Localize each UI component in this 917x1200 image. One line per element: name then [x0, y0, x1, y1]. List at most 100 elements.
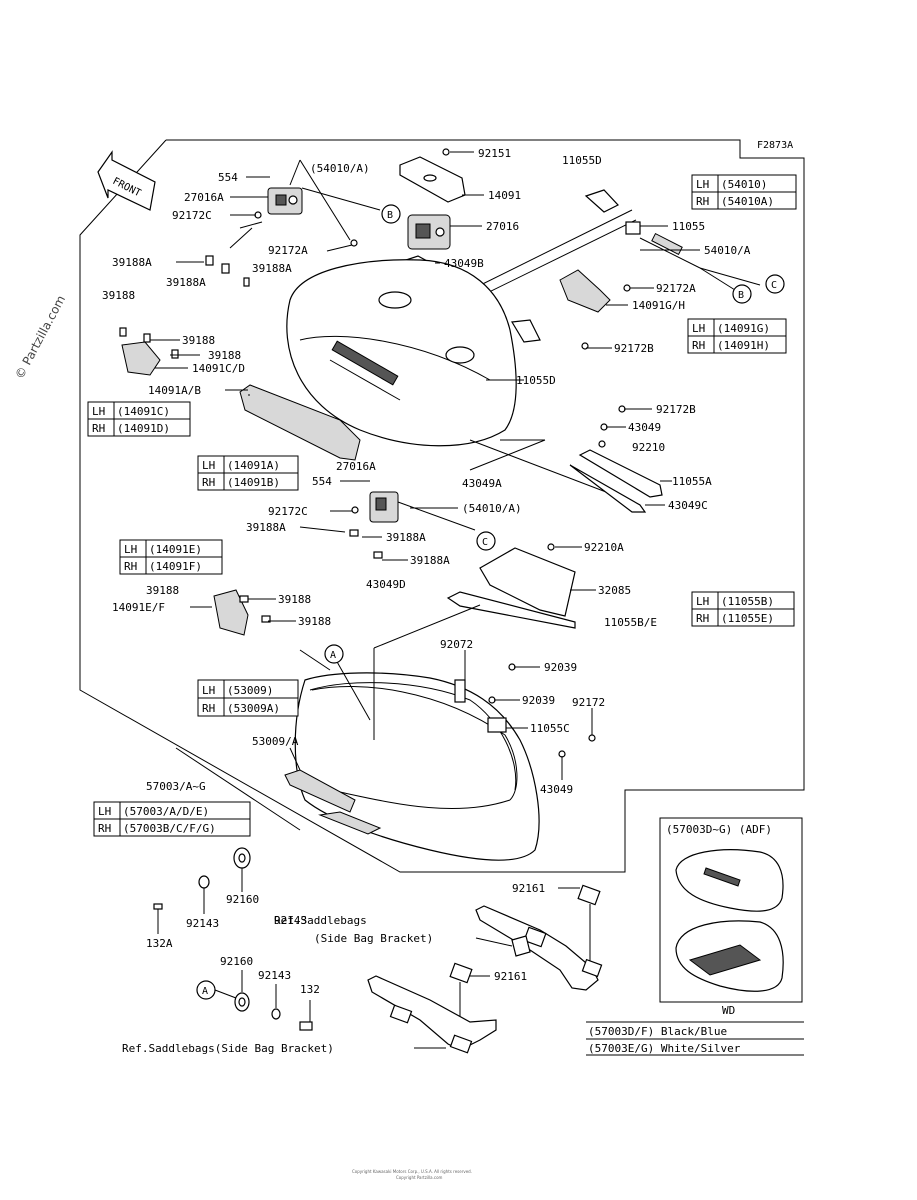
svg-text:RH: RH — [202, 476, 215, 489]
svg-text:39188A: 39188A — [410, 554, 450, 567]
saddlebag-body-57003 — [294, 672, 540, 861]
inset-legend: (57003D/F) Black/Blue (57003E/G) White/S… — [586, 1021, 804, 1056]
svg-text:(54010): (54010) — [721, 178, 767, 191]
svg-text:(54010/A): (54010/A) — [462, 502, 522, 515]
svg-text:39188: 39188 — [182, 334, 215, 347]
table-54010: LH (54010) RH (54010A) — [691, 174, 797, 210]
svg-text:Ref.Saddlebags: Ref.Saddlebags — [274, 914, 367, 927]
svg-text:A: A — [202, 986, 208, 997]
svg-text:92039: 92039 — [544, 661, 577, 674]
svg-text:554: 554 — [312, 475, 332, 488]
svg-text:(57003D~G) (ADF): (57003D~G) (ADF) — [666, 823, 772, 836]
svg-text:43049: 43049 — [540, 783, 573, 796]
side-bag-bracket-upper — [475, 905, 603, 991]
clip-39188A-e — [373, 551, 383, 559]
svg-text:(14091C): (14091C) — [117, 405, 170, 418]
bolt-92151 — [442, 148, 450, 156]
inset-color-variants: (57003D~G) (ADF) WD — [659, 817, 803, 1017]
callout-A-mid: A — [324, 644, 344, 664]
svg-text:11055B/E: 11055B/E — [604, 616, 657, 629]
diagram-border — [79, 139, 805, 873]
svg-text:11055: 11055 — [672, 220, 705, 233]
svg-text:43049: 43049 — [628, 421, 661, 434]
bracket-32085 — [479, 547, 576, 617]
svg-text:92143: 92143 — [186, 917, 219, 930]
svg-text:92151: 92151 — [478, 147, 511, 160]
svg-text:(57003/A/D/E): (57003/A/D/E) — [123, 805, 209, 818]
svg-text:RH: RH — [98, 822, 111, 835]
svg-text:39188A: 39188A — [252, 262, 292, 275]
svg-text:B: B — [738, 290, 744, 301]
svg-text:C: C — [771, 280, 777, 291]
bar-11055BE — [446, 591, 576, 629]
reflector-strip — [284, 769, 356, 813]
clip-39188-b — [143, 333, 151, 343]
svg-text:(54010/A): (54010/A) — [310, 162, 370, 175]
svg-text:11055A: 11055A — [672, 475, 712, 488]
svg-text:(53009A): (53009A) — [227, 702, 280, 715]
saddlebag-lid — [286, 259, 517, 447]
collar-92210 — [598, 440, 606, 448]
svg-text:14091: 14091 — [488, 189, 521, 202]
svg-text:132: 132 — [300, 983, 320, 996]
svg-text:92161: 92161 — [512, 882, 545, 895]
bracket-11055D-top — [584, 189, 619, 213]
callout-B-right: B — [732, 284, 752, 304]
svg-text:LH: LH — [124, 543, 137, 556]
svg-text:132A: 132A — [146, 937, 173, 950]
svg-text:(14091H): (14091H) — [717, 339, 770, 352]
svg-text:LH: LH — [692, 322, 705, 335]
svg-text:92039: 92039 — [522, 694, 555, 707]
svg-text:RH: RH — [696, 195, 709, 208]
svg-text:14091E/F: 14091E/F — [112, 601, 165, 614]
svg-text:11055D: 11055D — [516, 374, 556, 387]
svg-text:39188: 39188 — [102, 289, 135, 302]
svg-text:92172: 92172 — [572, 696, 605, 709]
bracket-11055D-mid — [511, 319, 541, 343]
svg-text:LH: LH — [98, 805, 111, 818]
diagram-code: F2873A — [757, 140, 793, 151]
svg-text:92161: 92161 — [494, 970, 527, 983]
svg-text:LH: LH — [202, 459, 215, 472]
table-53009: LH (53009) RH (53009A) — [197, 679, 299, 717]
svg-text:92160: 92160 — [220, 955, 253, 968]
svg-text:92172C: 92172C — [172, 209, 212, 222]
side-bag-bracket-lower — [367, 975, 497, 1054]
svg-text:14091A/B: 14091A/B — [148, 384, 201, 397]
table-57003: LH (57003/A/D/E) RH (57003B/C/F/G) — [93, 801, 251, 837]
latch-27016A-lower — [369, 491, 399, 523]
svg-text:39188A: 39188A — [246, 521, 286, 534]
svg-text:92172A: 92172A — [268, 244, 308, 257]
svg-text:27016A: 27016A — [336, 460, 376, 473]
svg-text:53009/A: 53009/A — [252, 735, 299, 748]
clip-39188A-d — [349, 529, 359, 537]
svg-text:92172B: 92172B — [614, 342, 654, 355]
clip-39188-c — [171, 349, 179, 359]
svg-text:B: B — [387, 210, 393, 221]
table-11055B: LH (11055B) RH (11055E) — [691, 591, 795, 627]
part-labels: 554 (54010/A) 92151 11055D 27016A 14091 … — [102, 147, 751, 796]
svg-text:Ref.Saddlebags(Side Bag Bracke: Ref.Saddlebags(Side Bag Bracket) — [122, 1042, 334, 1055]
svg-text:39188A: 39188A — [112, 256, 152, 269]
hardware-lower — [153, 847, 601, 1046]
bar-11055A — [469, 439, 663, 513]
svg-text:39188: 39188 — [208, 349, 241, 362]
svg-text:RH: RH — [202, 702, 215, 715]
svg-text:92143: 92143 — [258, 969, 291, 982]
svg-text:43049C: 43049C — [668, 499, 708, 512]
table-14091A: LH (14091A) RH (14091B) — [197, 455, 299, 491]
svg-text:92210A: 92210A — [584, 541, 624, 554]
cable-54010A — [639, 232, 761, 291]
svg-text:92072: 92072 — [440, 638, 473, 651]
lower-strip — [318, 811, 382, 835]
bolt-92172 — [588, 734, 596, 742]
svg-text:54010/A: 54010/A — [704, 244, 751, 257]
svg-text:(Side Bag Bracket): (Side Bag Bracket) — [314, 932, 433, 945]
svg-text:92172B: 92172B — [656, 403, 696, 416]
svg-text:14091G/H: 14091G/H — [632, 299, 685, 312]
svg-text:39188: 39188 — [146, 584, 179, 597]
bolt-92172A-b — [623, 284, 631, 292]
svg-text:27016: 27016 — [486, 220, 519, 233]
svg-text:92143: 92143 — [274, 914, 307, 927]
